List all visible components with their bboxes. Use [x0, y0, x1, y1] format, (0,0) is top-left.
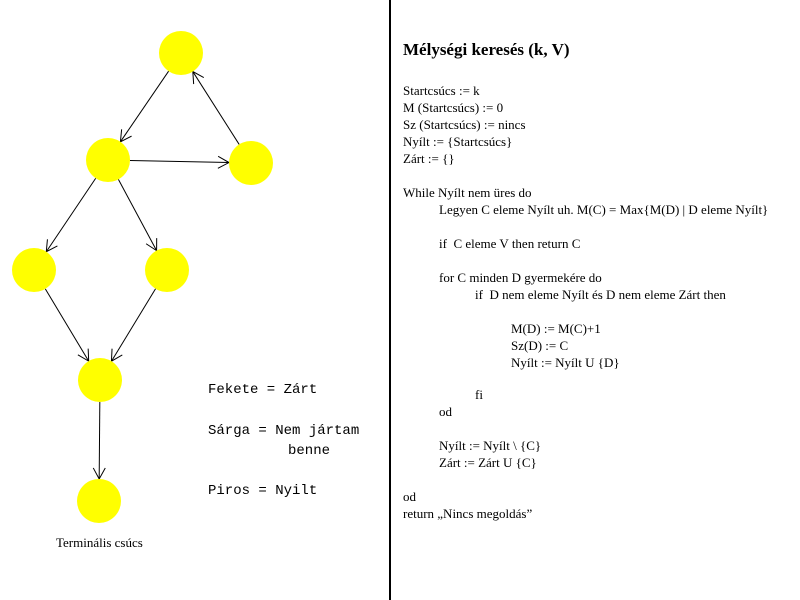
- legend-red-open: Piros = Nyilt: [208, 483, 318, 499]
- algo-line: if C eleme V then return C: [439, 236, 581, 251]
- algo-line: Nyílt := {Startcsúcs}: [403, 134, 513, 149]
- node-low: [78, 358, 122, 402]
- legend-yellow-unvisited-cont: benne: [288, 443, 331, 459]
- vertical-divider: [389, 0, 391, 600]
- node-top: [159, 31, 203, 75]
- algo-line: return „Nincs megoldás”: [403, 506, 533, 521]
- edge-right-to-top: [192, 70, 240, 145]
- edge-mid-to-left: [45, 177, 97, 253]
- node-right: [229, 141, 273, 185]
- algo-line: Nyílt := Nyílt U {D}: [511, 355, 620, 370]
- node-left: [12, 248, 56, 292]
- algo-line: if D nem eleme Nyílt és D nem eleme Zárt…: [475, 287, 726, 302]
- algo-line: for C minden D gyermekére do: [439, 270, 602, 285]
- node-mid: [86, 138, 130, 182]
- edge-mid-to-cr: [117, 179, 158, 252]
- edge-mid-to-right: [129, 155, 231, 169]
- edge-low-to-term: [92, 401, 106, 481]
- algo-line: od: [403, 489, 416, 504]
- algo-line: od: [439, 404, 452, 419]
- algo-line: Nyílt := Nyílt \ {C}: [439, 438, 542, 453]
- algo-line: Zárt := Zárt U {C}: [439, 455, 537, 470]
- algo-line: M (Startcsúcs) := 0: [403, 100, 504, 115]
- algo-line: Zárt := {}: [403, 151, 455, 166]
- legend-yellow-unvisited: Sárga = Nem jártam: [208, 423, 360, 439]
- algo-line: fi: [475, 387, 483, 402]
- edge-cr-to-low: [110, 288, 156, 363]
- edge-left-to-low: [44, 288, 90, 363]
- node-cr: [145, 248, 189, 292]
- algo-line: Sz(D) := C: [511, 338, 569, 353]
- algo-line: Sz (Startcsúcs) := nincs: [403, 117, 526, 132]
- algo-line: M(D) := M(C)+1: [511, 321, 601, 336]
- edge-top-to-mid: [119, 70, 170, 143]
- search-tree-diagram: [12, 31, 273, 523]
- algo-line: Legyen C eleme Nyílt uh. M(C) = Max{M(D)…: [439, 202, 769, 217]
- algo-line: Startcsúcs := k: [403, 83, 480, 98]
- terminal-node-label: Terminális csúcs: [56, 535, 143, 550]
- algorithm-title: Mélységi keresés (k, V): [403, 40, 570, 59]
- node-term: [77, 479, 121, 523]
- algo-line: While Nyílt nem üres do: [403, 185, 532, 200]
- legend-black-closed: Fekete = Zárt: [208, 382, 318, 398]
